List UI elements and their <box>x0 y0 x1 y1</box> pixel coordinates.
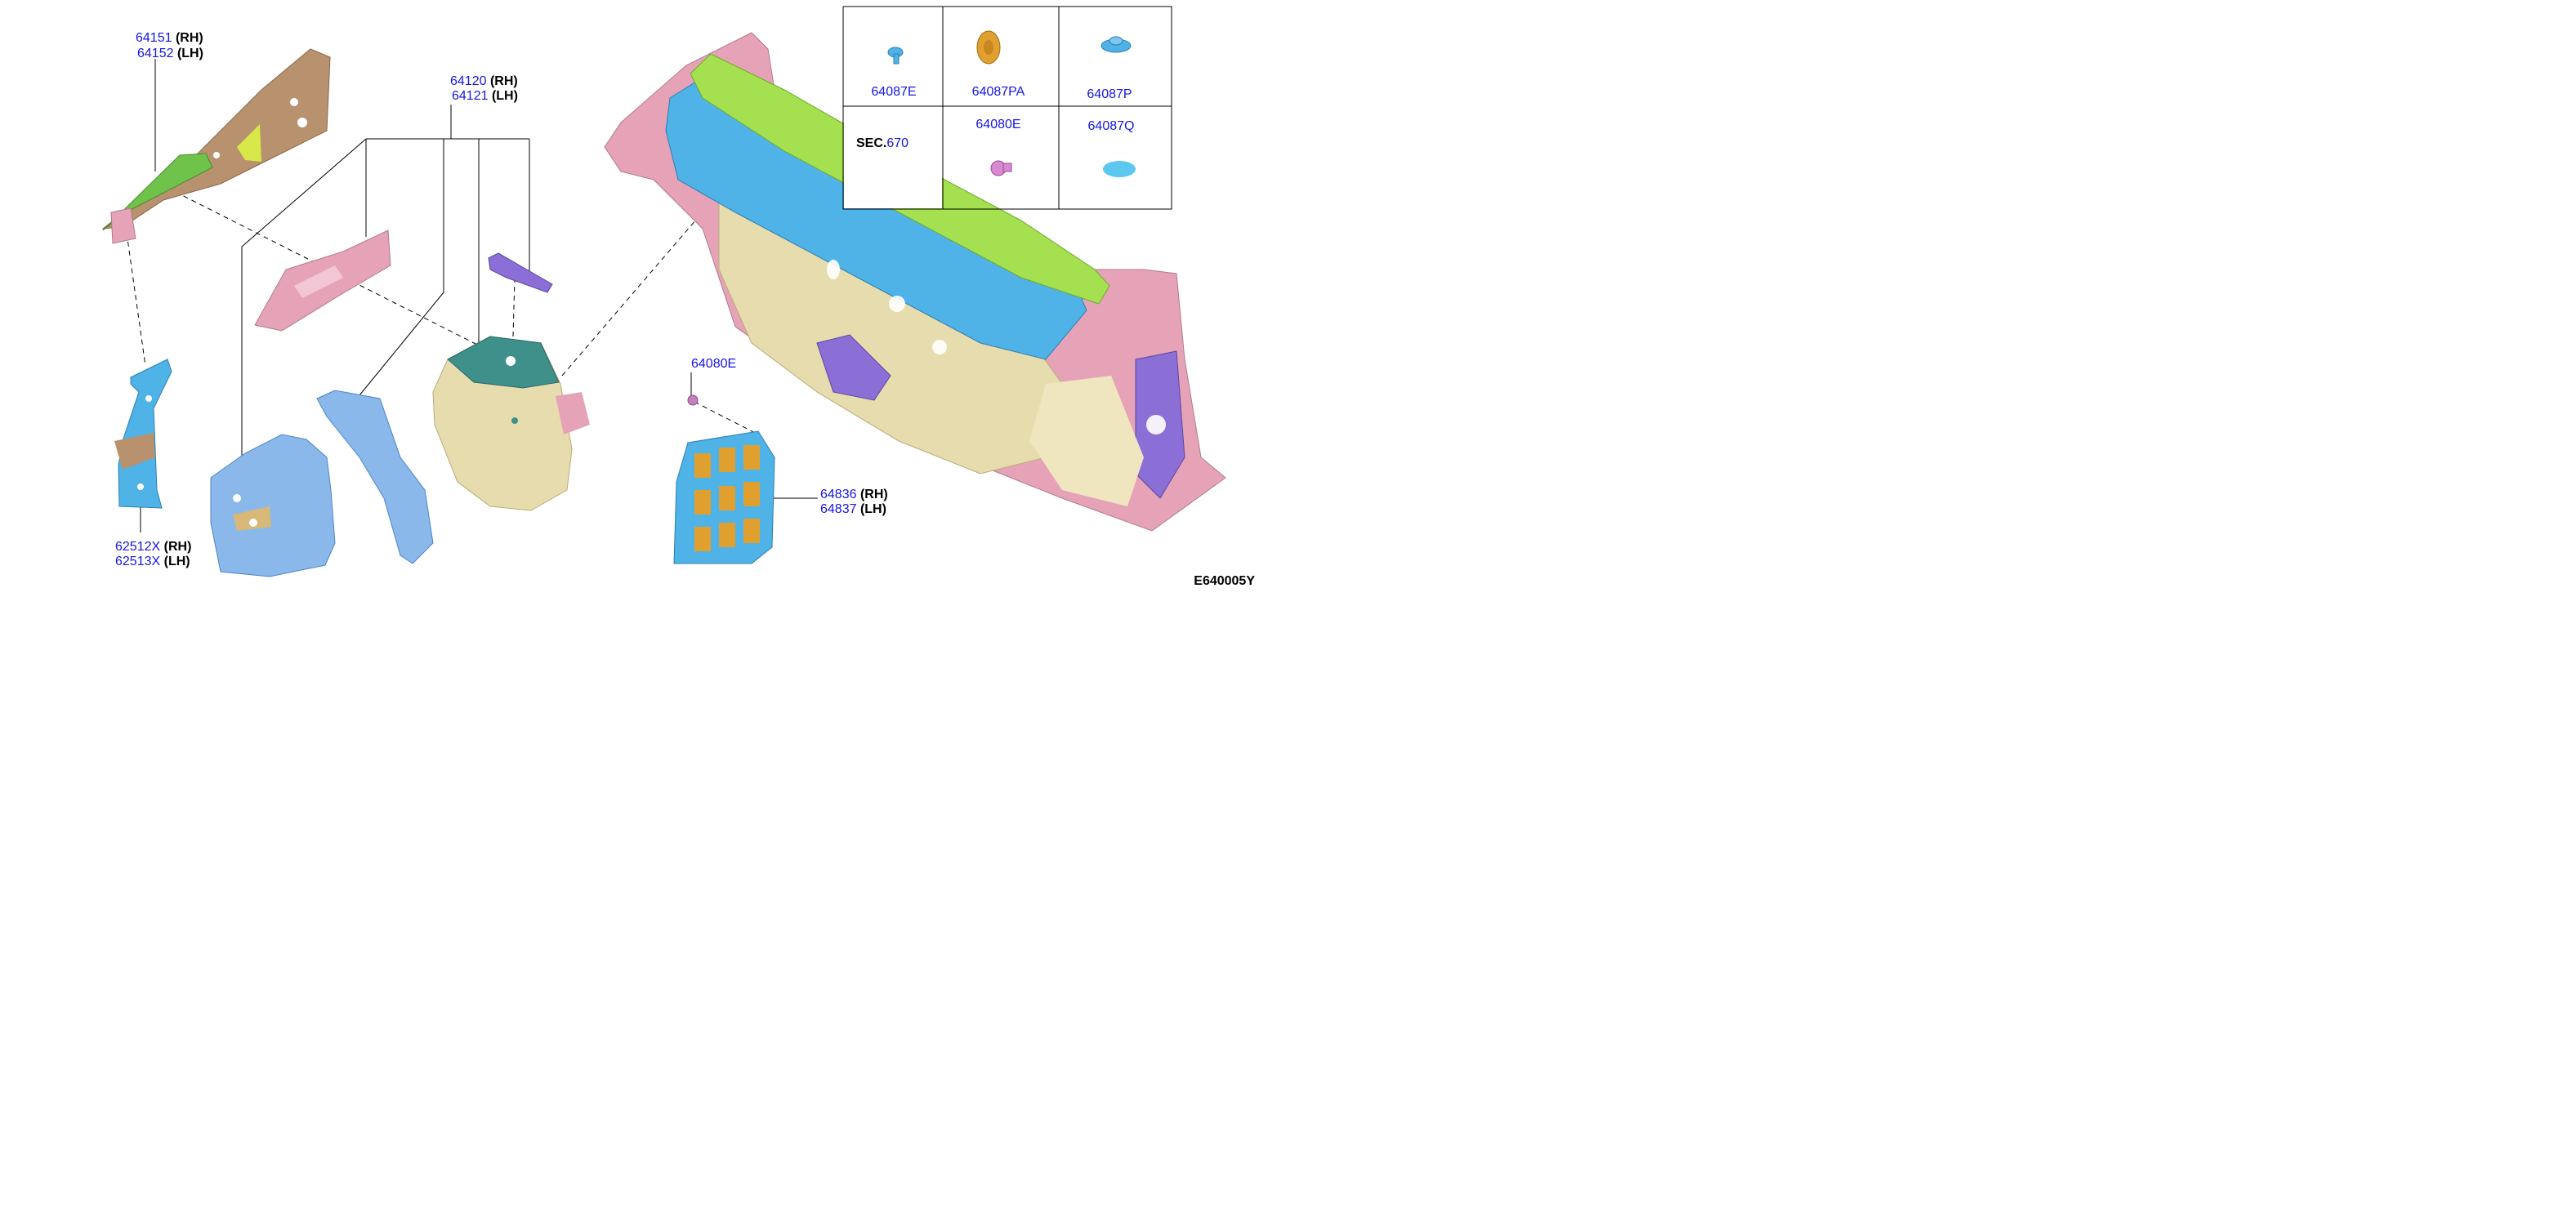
label-64836: 64836 (RH) <box>820 488 888 502</box>
diagram-code: E640005Y <box>1194 574 1255 588</box>
section-number[interactable]: 670 <box>886 136 909 150</box>
part-pink-panel <box>254 229 391 332</box>
side-lh: (LH) <box>163 555 190 568</box>
clip-icon <box>990 160 1012 176</box>
label-62513x: 62513X (LH) <box>115 555 190 569</box>
part-62512x-pillar <box>114 359 172 509</box>
label-64121: 64121 (LH) <box>452 89 518 104</box>
grommet-icon <box>976 30 1001 65</box>
part-number-64121[interactable]: 64121 <box>452 89 489 103</box>
part-number-64837[interactable]: 64837 <box>820 502 857 516</box>
part-purple-bracket <box>488 252 553 293</box>
part-number-64151[interactable]: 64151 <box>136 31 172 45</box>
part-tan-apron <box>432 336 590 511</box>
assembly-dashed-lines <box>126 187 759 435</box>
inset-empty-cell <box>844 107 942 208</box>
inset-label-64087q[interactable]: 64087Q <box>1087 119 1135 133</box>
label-64151: 64151 (RH) <box>136 31 203 46</box>
label-section-ref: SEC.670 <box>856 136 909 151</box>
seal-icon <box>1103 161 1136 177</box>
side-rh: (RH) <box>175 31 203 45</box>
part-number-64080e[interactable]: 64080E <box>691 357 737 371</box>
inset-label-64087p[interactable]: 64087P <box>1087 87 1132 101</box>
section-prefix: SEC. <box>856 136 887 150</box>
part-64836-insulator <box>673 430 775 564</box>
part-number-64152[interactable]: 64152 <box>137 47 174 60</box>
side-rh: (RH) <box>859 488 888 501</box>
part-blue-strip <box>316 390 434 564</box>
inset-label-64087e[interactable]: 64087E <box>871 85 917 99</box>
part-64080e-clip <box>687 394 699 406</box>
side-rh: (RH) <box>163 540 192 554</box>
label-64120: 64120 (RH) <box>450 74 518 89</box>
side-rh: (RH) <box>489 74 518 88</box>
part-dash-panel-assembly <box>604 32 1226 532</box>
side-lh: (LH) <box>491 89 518 103</box>
label-64080e: 64080E <box>691 357 736 372</box>
screw-icon <box>887 47 904 65</box>
part-number-64836[interactable]: 64836 <box>820 488 857 501</box>
part-number-62512x[interactable]: 62512X <box>115 540 161 554</box>
part-number-64120[interactable]: 64120 <box>450 74 487 88</box>
label-64152: 64152 (LH) <box>137 47 203 61</box>
side-lh: (LH) <box>859 502 886 516</box>
part-blue-wheelhouse <box>210 434 336 577</box>
parts-diagram <box>101 6 1226 577</box>
inset-label-64080e[interactable]: 64080E <box>975 118 1021 131</box>
inset-label-64087pa[interactable]: 64087PA <box>971 85 1025 99</box>
part-number-62513x[interactable]: 62513X <box>115 555 161 568</box>
part-64151-frame <box>101 48 331 244</box>
label-64837: 64837 (LH) <box>820 502 886 517</box>
side-lh: (LH) <box>176 47 203 60</box>
fastener-inset <box>842 6 1172 210</box>
label-62512x: 62512X (RH) <box>115 540 191 555</box>
plug-icon <box>1100 36 1132 53</box>
